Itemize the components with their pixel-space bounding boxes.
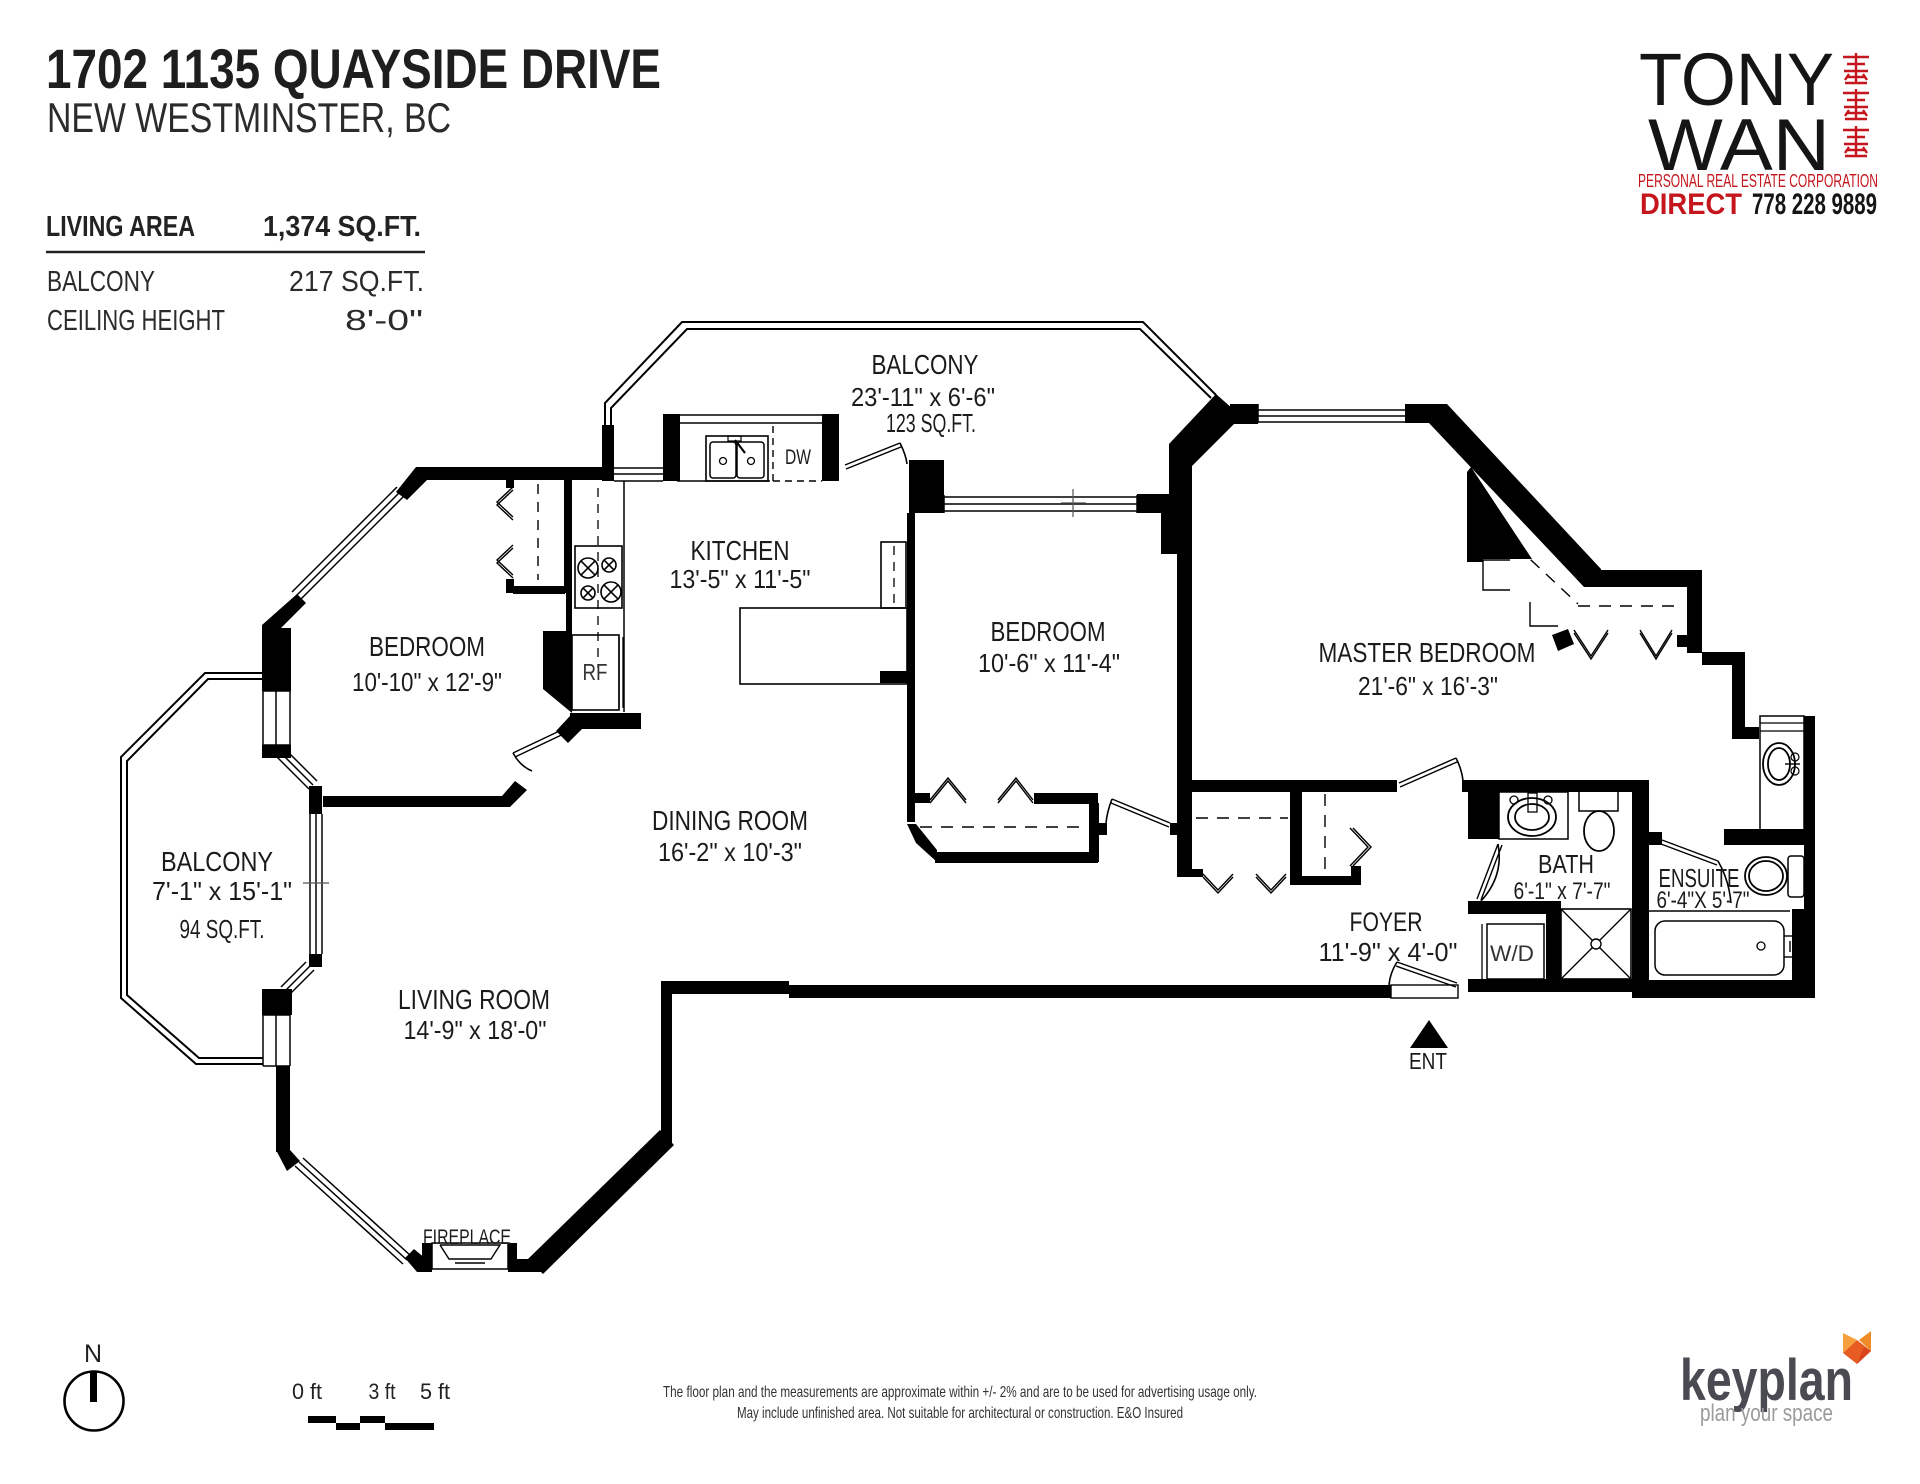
svg-text:LIVING AREA: LIVING AREA bbox=[46, 211, 195, 243]
svg-text:keyplan: keyplan bbox=[1680, 1348, 1853, 1413]
svg-text:MASTER BEDROOM: MASTER BEDROOM bbox=[1319, 637, 1536, 668]
svg-text:16'-2" x 10'-3": 16'-2" x 10'-3" bbox=[658, 837, 802, 867]
svg-text:11'-9" x 4'-0": 11'-9" x 4'-0" bbox=[1319, 937, 1458, 967]
svg-text:13'-5" x 11'-5": 13'-5" x 11'-5" bbox=[670, 564, 811, 594]
svg-text:NEW WESTMINSTER, BC: NEW WESTMINSTER, BC bbox=[47, 94, 451, 141]
svg-text:217 SQ.FT.: 217 SQ.FT. bbox=[289, 266, 424, 298]
svg-text:WAN: WAN bbox=[1648, 105, 1830, 186]
svg-text:PERSONAL REAL ESTATE CORPORATI: PERSONAL REAL ESTATE CORPORATION bbox=[1638, 171, 1878, 191]
svg-text:TONY: TONY bbox=[1639, 38, 1834, 121]
svg-text:N: N bbox=[84, 1340, 102, 1368]
svg-text:DINING ROOM: DINING ROOM bbox=[652, 805, 808, 836]
svg-text:10'-10" x 12'-9": 10'-10" x 12'-9" bbox=[352, 667, 502, 697]
svg-text:10'-6" x 11'-4": 10'-6" x 11'-4" bbox=[978, 648, 1120, 678]
svg-text:DIRECT: DIRECT bbox=[1640, 188, 1742, 221]
svg-text:21'-6" x 16'-3": 21'-6" x 16'-3" bbox=[1358, 671, 1498, 701]
svg-text:5 ft: 5 ft bbox=[420, 1379, 450, 1404]
svg-text:DW: DW bbox=[785, 446, 811, 469]
svg-text:3 ft: 3 ft bbox=[369, 1379, 396, 1404]
svg-text:BEDROOM: BEDROOM bbox=[369, 631, 485, 662]
svg-text:8'-0": 8'-0" bbox=[345, 305, 423, 337]
svg-text:94 SQ.FT.: 94 SQ.FT. bbox=[180, 914, 265, 944]
svg-text:ENSUITE: ENSUITE bbox=[1659, 863, 1740, 893]
svg-text:BEDROOM: BEDROOM bbox=[991, 616, 1106, 647]
svg-text:W/D: W/D bbox=[1490, 941, 1534, 966]
svg-text:7'-1" x 15'-1": 7'-1" x 15'-1" bbox=[152, 876, 292, 906]
svg-text:KITCHEN: KITCHEN bbox=[691, 535, 790, 566]
svg-text:RF: RF bbox=[583, 659, 608, 685]
svg-text:The floor plan and the measure: The floor plan and the measurements are … bbox=[663, 1384, 1257, 1401]
svg-text:6'-4"X 5'-7": 6'-4"X 5'-7" bbox=[1657, 887, 1750, 914]
svg-text:BALCONY: BALCONY bbox=[47, 266, 155, 298]
svg-text:BALCONY: BALCONY bbox=[872, 349, 979, 380]
svg-text:LIVING ROOM: LIVING ROOM bbox=[398, 984, 550, 1015]
svg-text:1,374 SQ.FT.: 1,374 SQ.FT. bbox=[263, 211, 421, 243]
svg-text:plan your space: plan your space bbox=[1700, 1400, 1833, 1427]
svg-text:14'-9" x 18'-0": 14'-9" x 18'-0" bbox=[404, 1015, 547, 1045]
svg-text:ENT: ENT bbox=[1409, 1048, 1447, 1074]
svg-text:CEILING HEIGHT: CEILING HEIGHT bbox=[47, 305, 225, 337]
svg-text:0 ft: 0 ft bbox=[292, 1379, 322, 1404]
svg-text:BATH: BATH bbox=[1538, 849, 1594, 879]
svg-text:6'-1" x 7'-7": 6'-1" x 7'-7" bbox=[1514, 878, 1611, 905]
svg-text:FIREPLACE: FIREPLACE bbox=[423, 1226, 511, 1249]
svg-text:1702 1135 QUAYSIDE DRIVE: 1702 1135 QUAYSIDE DRIVE bbox=[46, 37, 661, 100]
svg-text:BALCONY: BALCONY bbox=[161, 846, 273, 877]
svg-text:123 SQ.FT.: 123 SQ.FT. bbox=[886, 408, 976, 438]
svg-text:778 228 9889: 778 228 9889 bbox=[1752, 188, 1877, 221]
svg-text:FOYER: FOYER bbox=[1350, 907, 1423, 937]
svg-text:May include unfinished area. N: May include unfinished area. Not suitabl… bbox=[737, 1405, 1183, 1422]
svg-text:23'-11" x 6'-6": 23'-11" x 6'-6" bbox=[851, 382, 995, 412]
